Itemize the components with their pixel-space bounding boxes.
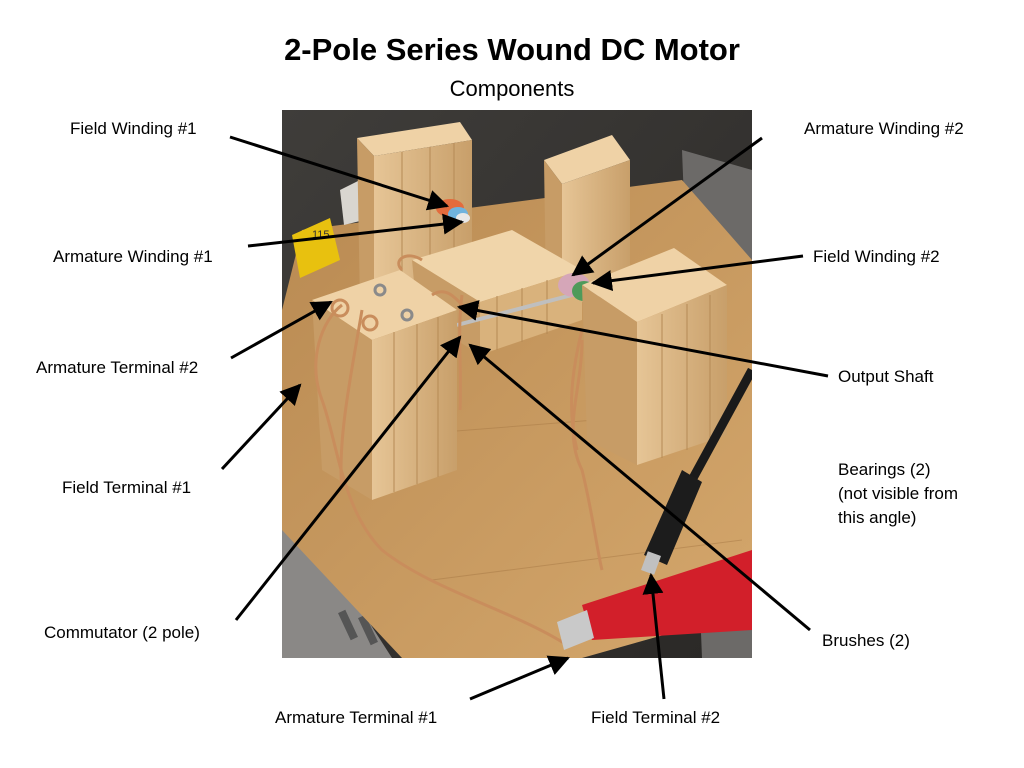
motor-photo: 115 xyxy=(282,110,752,658)
label-armature-terminal-1: Armature Terminal #1 xyxy=(275,708,438,727)
arrow-armature-terminal-1 xyxy=(469,655,570,701)
motor-illustration: 115 xyxy=(282,110,752,658)
page-subtitle: Components xyxy=(449,76,575,101)
label-field-terminal-2: Field Terminal #2 xyxy=(591,708,721,727)
label-field-winding-2: Field Winding #2 xyxy=(813,247,940,266)
label-armature-terminal-2: Armature Terminal #2 xyxy=(36,358,199,377)
page-title: 2-Pole Series Wound DC Motor xyxy=(284,32,740,67)
block-front-left xyxy=(372,310,457,500)
label-armature-winding-2: Armature Winding #2 xyxy=(804,119,964,138)
sticker-marking: 115 xyxy=(312,229,330,241)
terminal-loop-mid xyxy=(361,314,379,332)
label-armature-winding-1: Armature Winding #1 xyxy=(53,247,213,266)
label-brushes: Brushes (2) xyxy=(822,631,910,650)
label-field-winding-1: Field Winding #1 xyxy=(70,119,197,138)
label-output-shaft: Output Shaft xyxy=(838,367,934,386)
label-commutator: Commutator (2 pole) xyxy=(44,623,200,642)
label-field-terminal-1: Field Terminal #1 xyxy=(62,478,192,497)
label-bearings: Bearings (2) (not visible from this angl… xyxy=(838,460,958,527)
